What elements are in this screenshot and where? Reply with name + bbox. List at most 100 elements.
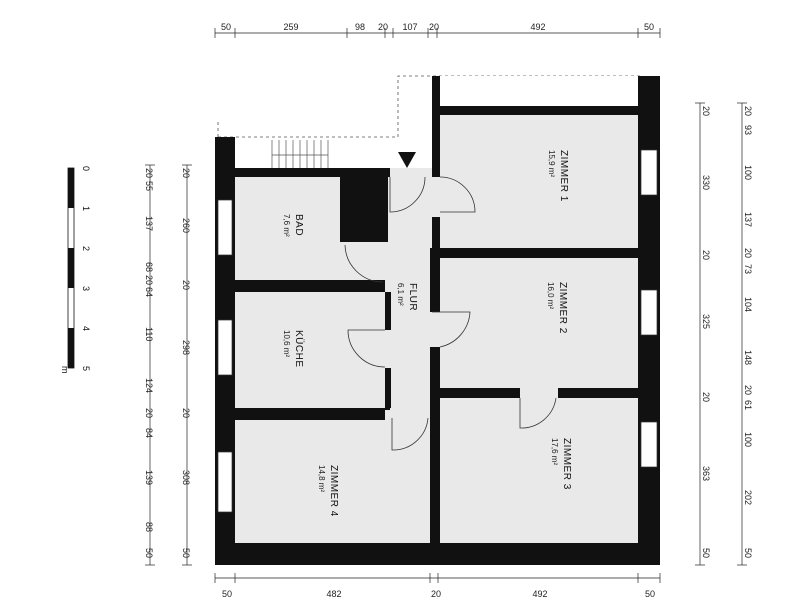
dim-top-7: 50 bbox=[644, 22, 654, 32]
installation-shaft bbox=[340, 170, 388, 242]
dim-left-overall-2: 20 bbox=[181, 280, 191, 290]
dim-right-overall-4: 20 bbox=[701, 392, 711, 402]
door-gap-zimmer3 bbox=[520, 388, 558, 398]
dim-top-1: 259 bbox=[283, 22, 298, 32]
dimension-chain-right-detail: 20 93 100 137 20 73 104 148 20 61 100 20… bbox=[737, 102, 753, 566]
dim-right-detail-11: 202 bbox=[743, 490, 753, 505]
room-zimmer3: ZIMMER 3 17,6 m² bbox=[550, 438, 572, 490]
wall-zimmer1-left bbox=[432, 76, 440, 248]
door-zimmer4 bbox=[391, 417, 429, 451]
room-labels: BAD 7,6 m² KÜCHE 10,6 m² FLUR 6,1 m² ZIM… bbox=[282, 150, 572, 517]
door-gap-zimmer1 bbox=[430, 177, 440, 217]
floor-areas bbox=[235, 115, 638, 543]
wall-flur-right bbox=[430, 248, 440, 543]
room-zimmer4-area: 14,8 m² bbox=[317, 465, 326, 492]
dim-left-detail-6: 110 bbox=[144, 327, 154, 341]
room-bad: BAD 7,6 m² bbox=[282, 214, 304, 237]
dim-bottom-4: 50 bbox=[645, 589, 655, 599]
dim-right-detail-4: 20 bbox=[743, 248, 753, 258]
scale-segment-4 bbox=[68, 328, 74, 368]
room-zimmer3-name: ZIMMER 3 bbox=[561, 438, 572, 490]
window-zimmer1 bbox=[640, 149, 658, 196]
scale-tick-5: 5 bbox=[81, 366, 91, 371]
window-zimmer4 bbox=[217, 451, 233, 513]
dim-left-overall-0: 20 bbox=[181, 168, 191, 178]
dim-left-detail-8: 20 bbox=[144, 408, 154, 418]
door-zimmer3 bbox=[519, 397, 557, 429]
dim-right-detail-12: 50 bbox=[743, 548, 753, 558]
doors bbox=[344, 168, 558, 451]
dim-left-detail-9: 84 bbox=[144, 428, 154, 438]
door-zimmer1 bbox=[439, 176, 476, 213]
dim-right-detail-8: 20 bbox=[743, 385, 753, 395]
room-zimmer4-name: ZIMMER 4 bbox=[328, 465, 339, 517]
room-kueche-area: 10,6 m² bbox=[282, 330, 291, 357]
room-kueche: KÜCHE 10,6 m² bbox=[282, 330, 305, 368]
balcony-void bbox=[432, 76, 638, 106]
window-zimmer2 bbox=[640, 289, 658, 336]
wall-top-bad bbox=[235, 168, 390, 177]
door-bad bbox=[344, 244, 384, 283]
windows bbox=[217, 149, 658, 513]
room-zimmer2: ZIMMER 2 16,0 m² bbox=[546, 282, 568, 334]
dim-bottom-1: 482 bbox=[326, 589, 341, 599]
dim-right-detail-1: 93 bbox=[743, 125, 753, 135]
scale-tick-4: 4 bbox=[81, 326, 91, 331]
entrance-arrow-icon bbox=[398, 152, 416, 168]
scale-segment-2 bbox=[68, 248, 74, 288]
room-flur-name: FLUR bbox=[407, 283, 418, 311]
dim-left-detail-10: 139 bbox=[144, 470, 154, 485]
dimension-chain-left-overall: 20 260 20 298 20 308 50 bbox=[181, 164, 192, 566]
dim-left-overall-1: 260 bbox=[181, 218, 191, 233]
room-zimmer4: ZIMMER 4 14,8 m² bbox=[317, 465, 339, 517]
dimension-chain-right-overall: 20 330 20 325 20 363 50 bbox=[695, 102, 711, 566]
dim-right-overall-6: 50 bbox=[701, 548, 711, 558]
dim-right-overall-0: 20 bbox=[701, 106, 711, 116]
room-zimmer1-area: 15,9 m² bbox=[547, 150, 556, 177]
dim-right-overall-1: 330 bbox=[701, 175, 711, 190]
scale-unit: m bbox=[60, 366, 70, 374]
dim-top-6: 492 bbox=[530, 22, 545, 32]
room-zimmer2-name: ZIMMER 2 bbox=[557, 282, 568, 334]
scale-segment-0 bbox=[68, 168, 74, 208]
door-gap-entrance bbox=[390, 168, 432, 177]
door-zimmer2 bbox=[432, 311, 471, 348]
dim-left-detail-4: 20 bbox=[144, 275, 154, 285]
scale-tick-2: 2 bbox=[81, 246, 91, 251]
dim-bottom-0: 50 bbox=[222, 589, 232, 599]
wall-kueche-zimmer4 bbox=[235, 408, 385, 420]
dim-bottom-2: 20 bbox=[431, 589, 441, 599]
door-gap-zimmer2 bbox=[430, 312, 440, 347]
dim-left-detail-1: 55 bbox=[144, 181, 154, 191]
floor-zimmer1 bbox=[440, 115, 638, 248]
dim-left-detail-12: 50 bbox=[144, 548, 154, 558]
stairs bbox=[271, 140, 329, 168]
dim-left-detail-5: 64 bbox=[144, 287, 154, 297]
floor-zimmer3 bbox=[440, 398, 638, 543]
dim-right-detail-10: 100 bbox=[743, 432, 753, 447]
dim-right-detail-6: 104 bbox=[743, 297, 753, 312]
door-entrance bbox=[389, 176, 426, 213]
dim-right-overall-5: 363 bbox=[701, 466, 711, 481]
scale-bar: 0 1 2 3 4 5 m bbox=[60, 166, 91, 374]
scale-tick-0: 0 bbox=[81, 166, 91, 171]
dim-right-detail-2: 100 bbox=[743, 165, 753, 180]
floor-zimmer2 bbox=[440, 258, 638, 388]
room-zimmer3-area: 17,6 m² bbox=[550, 438, 559, 465]
dimension-chain-top: 50 259 98 20 107 20 492 50 bbox=[214, 22, 661, 38]
dim-left-detail-3: 68 bbox=[144, 262, 154, 272]
door-gap-kueche bbox=[385, 330, 391, 368]
dim-top-5: 20 bbox=[429, 22, 439, 32]
dim-right-overall-3: 325 bbox=[701, 314, 711, 329]
dimension-chain-bottom: 50 482 20 492 50 bbox=[214, 573, 661, 599]
door-gap-zimmer4 bbox=[390, 408, 430, 420]
dim-top-2: 98 bbox=[355, 22, 365, 32]
window-zimmer3 bbox=[640, 421, 658, 468]
dim-right-detail-3: 137 bbox=[743, 212, 753, 227]
window-bad bbox=[217, 199, 233, 256]
room-flur-area: 6,1 m² bbox=[396, 283, 405, 306]
dim-right-overall-2: 20 bbox=[701, 250, 711, 260]
wall-bad-kueche bbox=[235, 280, 385, 292]
dim-right-detail-5: 73 bbox=[743, 264, 753, 274]
dim-left-overall-5: 308 bbox=[181, 470, 191, 485]
